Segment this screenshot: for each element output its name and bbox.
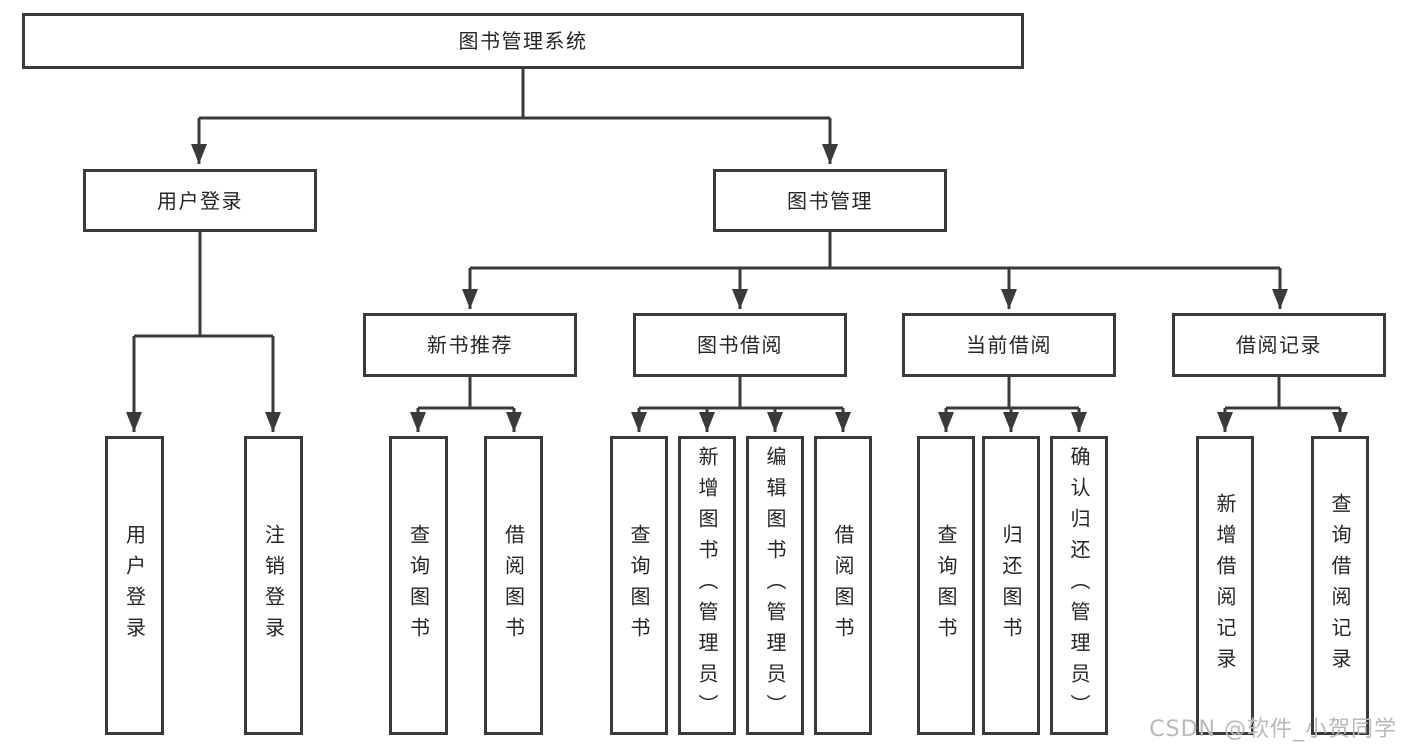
leaf-logout: 注销登录	[244, 436, 303, 735]
leaf-confirm-return-admin: 确认归还（管理员）	[1050, 436, 1108, 735]
leaf-borrow-books-recommendation: 借阅图书	[484, 436, 543, 735]
csdn-watermark: CSDN @软件_小贺同学	[1149, 717, 1397, 742]
leaf-query-books-recommendation: 查询图书	[389, 436, 448, 735]
leaf-return-books: 归还图书	[982, 436, 1040, 735]
node-book-borrowing: 图书借阅	[633, 313, 847, 377]
leaf-borrow-books-borrowing: 借阅图书	[814, 436, 872, 735]
leaf-add-book-admin: 新增图书（管理员）	[678, 436, 736, 735]
leaf-query-books-borrowing: 查询图书	[610, 436, 668, 735]
leaf-add-borrow-record: 新增借阅记录	[1196, 436, 1254, 735]
leaf-user-login: 用户登录	[105, 436, 164, 735]
leaf-query-borrow-record: 查询借阅记录	[1311, 436, 1369, 735]
node-current-borrowing: 当前借阅	[902, 313, 1116, 377]
node-library-management-system: 图书管理系统	[22, 13, 1024, 69]
node-user-login: 用户登录	[83, 169, 317, 232]
leaf-edit-book-admin: 编辑图书（管理员）	[746, 436, 804, 735]
node-new-book-recommendation: 新书推荐	[363, 313, 577, 377]
leaf-query-books-current: 查询图书	[917, 436, 975, 735]
node-borrowing-records: 借阅记录	[1172, 313, 1386, 377]
node-book-management: 图书管理	[713, 169, 947, 232]
